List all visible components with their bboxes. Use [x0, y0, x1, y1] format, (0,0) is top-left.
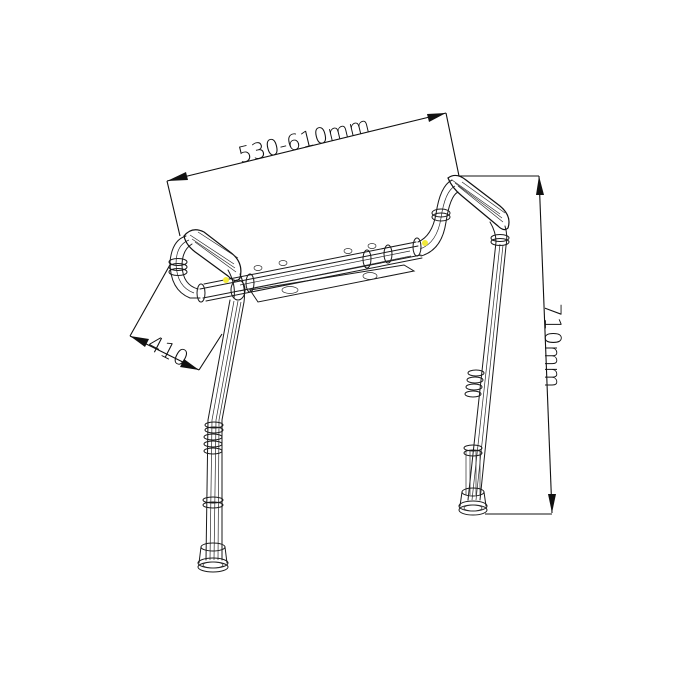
height-dimension: 710mm [459, 175, 564, 515]
left-foot [197, 542, 229, 573]
width-dimension-label: 530-610mm [236, 113, 373, 169]
marker-dot-right [422, 240, 428, 246]
joint-markers [223, 240, 428, 283]
left-leg [202, 299, 245, 561]
right-grip [447, 174, 510, 247]
depth-dimension: 410 [129, 262, 223, 372]
mounting-plate [249, 264, 416, 303]
width-dimension: 530-610mm [166, 112, 460, 237]
left-grip [168, 229, 246, 303]
right-upright [417, 179, 459, 257]
right-leg [463, 234, 510, 501]
right-foot [458, 487, 488, 516]
marker-dot-left [223, 277, 229, 283]
crossbar [196, 237, 423, 303]
height-dimension-label: 710mm [539, 303, 564, 388]
